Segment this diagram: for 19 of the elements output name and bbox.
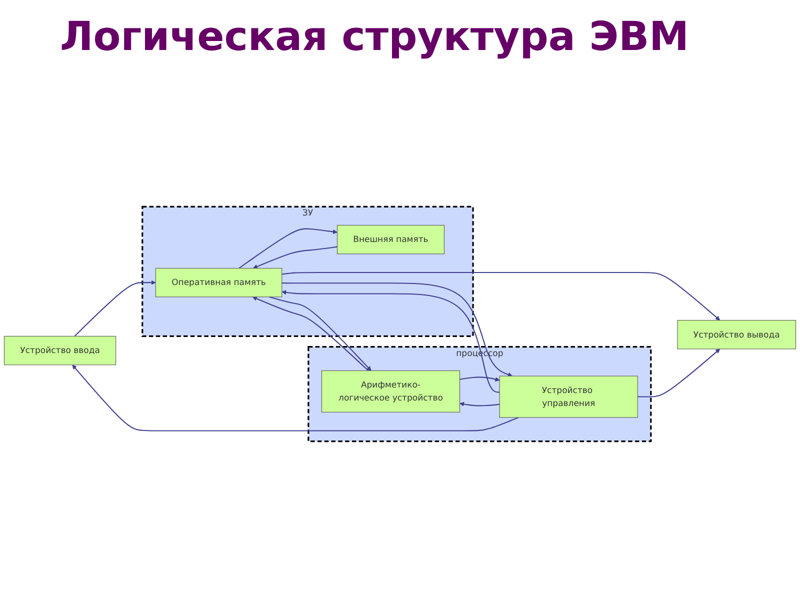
node-box: Устройство ввода (4, 336, 116, 366)
arrow (282, 272, 720, 320)
arrow (74, 280, 156, 337)
node-box: Внешняя память (336, 224, 444, 254)
arrow (460, 376, 500, 382)
arrow (252, 296, 369, 372)
arrow (282, 282, 512, 377)
arrow (268, 296, 372, 371)
arrow (238, 228, 338, 269)
arrow (252, 246, 338, 269)
title: Логическая структура ЭВМ (60, 14, 690, 60)
arrow (460, 402, 500, 406)
node-box: Арифметико-логическое устройство (321, 370, 460, 412)
node-box: Устройство управления (499, 376, 638, 418)
node-box: Оперативная память (155, 268, 282, 298)
arrow (72, 364, 519, 432)
arrow (282, 290, 500, 393)
arrow (638, 348, 720, 398)
node-box: Устройство вывода (677, 320, 796, 350)
